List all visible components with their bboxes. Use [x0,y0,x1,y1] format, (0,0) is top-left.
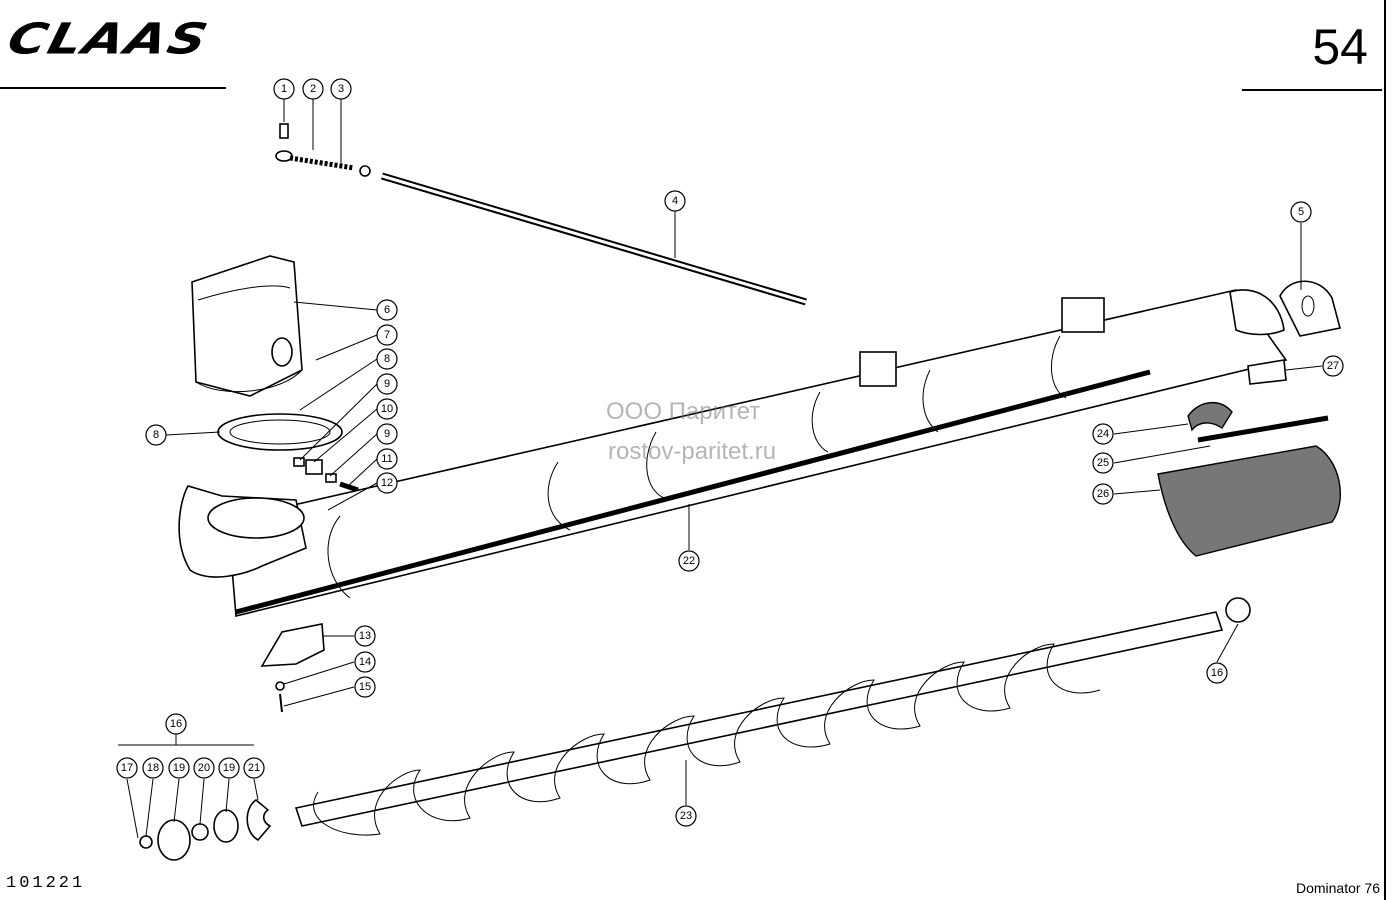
callout-21: 21 [243,757,265,779]
svg-text:16: 16 [1211,667,1223,679]
callout-27: 27 [1322,355,1344,377]
callout-19-right: 19 [218,757,240,779]
callout-8-right: 8 [376,348,398,370]
callout-6: 6 [376,299,398,321]
callout-3: 3 [330,78,352,100]
callout-18: 18 [142,757,164,779]
svg-text:7: 7 [384,329,390,341]
svg-text:8: 8 [384,353,390,365]
svg-text:20: 20 [198,762,210,774]
part-small-fittings [293,457,359,493]
document-number: 101221 [6,874,86,893]
svg-text:21: 21 [248,762,260,774]
svg-text:26: 26 [1097,488,1109,500]
callout-7: 7 [376,324,398,346]
svg-text:6: 6 [384,304,390,316]
svg-text:9: 9 [384,428,390,440]
svg-text:12: 12 [381,477,393,489]
part-auger-tube [178,289,1288,617]
svg-text:24: 24 [1097,428,1109,440]
leader-lines [118,99,1323,839]
svg-text:4: 4 [672,195,678,207]
svg-text:5: 5 [1298,206,1304,218]
header-rule-left [0,87,226,89]
svg-text:10: 10 [381,403,393,415]
callout-10: 10 [376,398,398,420]
svg-text:19: 19 [173,762,185,774]
callout-13: 13 [354,625,376,647]
callout-20: 20 [193,757,215,779]
svg-text:27: 27 [1327,360,1339,372]
part-cover [1157,445,1341,557]
model-name: Dominator 76 [1295,880,1380,896]
svg-text:23: 23 [680,810,692,822]
part-rod-end-hardware [275,123,371,177]
svg-text:2: 2 [310,83,316,95]
callouts: 1 2 3 4 5 6 7 8 8 9 10 9 11 12 13 14 15 … [116,78,1344,827]
callout-15: 15 [354,676,376,698]
callout-4: 4 [664,190,686,212]
svg-text:8: 8 [153,429,159,441]
callout-16-right: 16 [1206,662,1228,684]
callout-16-group: 16 [165,713,187,735]
svg-text:11: 11 [381,453,392,465]
svg-text:17: 17 [121,762,133,774]
svg-text:14: 14 [359,656,371,668]
svg-text:1: 1 [281,83,287,95]
svg-text:25: 25 [1097,457,1109,469]
svg-text:3: 3 [338,83,344,95]
page-border-right [1384,0,1386,900]
part-bearing-set [139,799,272,861]
part-rod [381,172,807,306]
part-gasket-ring [217,413,343,451]
watermark-company: ООО Паритет [606,398,761,425]
part-end-plate [1279,280,1341,337]
callout-26: 26 [1092,483,1114,505]
callout-23: 23 [675,805,697,827]
svg-text:9: 9 [384,378,390,390]
callout-9-upper: 9 [376,373,398,395]
part-strip [1197,415,1329,443]
callout-25: 25 [1092,452,1114,474]
callout-8-left: 8 [145,424,167,446]
page-number: 54 [1312,19,1368,75]
part-auger-screw [294,597,1251,836]
svg-text:19: 19 [223,762,235,774]
callout-5: 5 [1290,201,1312,223]
callout-12: 12 [376,472,398,494]
svg-text:15: 15 [359,681,371,693]
callout-14: 14 [354,651,376,673]
callout-24: 24 [1092,423,1114,445]
callout-17: 17 [116,757,138,779]
callout-9-lower: 9 [376,423,398,445]
part-plate-hardware [260,623,325,713]
callout-2: 2 [302,78,324,100]
callout-22: 22 [678,550,700,572]
watermark-url: rostov-paritet.ru [608,438,777,465]
header-rule-right [1242,89,1382,91]
svg-text:18: 18 [147,762,159,774]
callout-11: 11 [376,448,398,470]
callout-19-left: 19 [168,757,190,779]
part-hopper-housing [191,255,303,397]
callout-1: 1 [273,78,295,100]
svg-text:16: 16 [170,718,182,730]
part-bracket-27 [1247,359,1287,385]
part-curved-segment [1187,402,1233,432]
svg-text:13: 13 [359,630,371,642]
svg-text:22: 22 [683,555,695,567]
